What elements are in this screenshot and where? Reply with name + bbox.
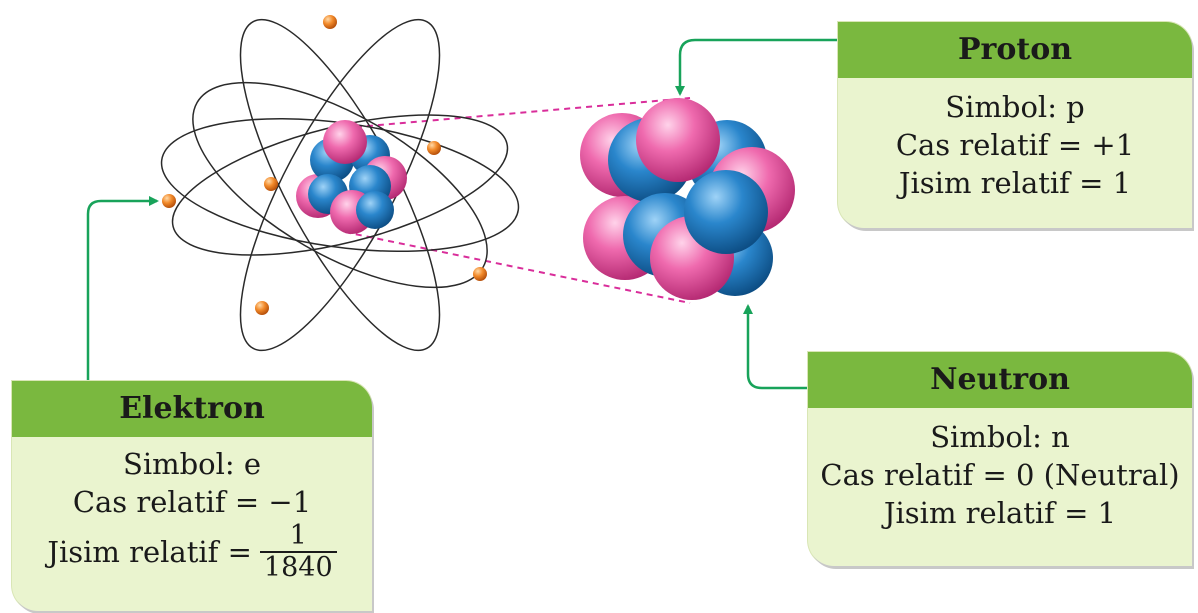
fraction-numerator: 1 [289,520,307,551]
neutron-info-card: Neutron Simbol: n Cas relatif = 0 (Neutr… [808,352,1192,566]
neutron-sphere [356,191,394,229]
proton-info-card: Proton Simbol: p Cas relatif = +1 Jisim … [838,22,1192,228]
proton-card-body: Simbol: p Cas relatif = +1 Jisim relatif… [838,78,1192,202]
proton-relative-charge: Cas relatif = +1 [895,128,1135,162]
neutron-symbol: Simbol: n [930,420,1070,454]
neutron-card-body: Simbol: n Cas relatif = 0 (Neutral) Jisi… [808,408,1192,532]
electron-relative-charge: Cas relatif = −1 [72,485,312,519]
electron-dot [264,177,278,191]
fraction-denominator: 1840 [259,551,337,583]
proton-sphere [636,98,720,182]
orbit-5 [192,81,488,289]
atom-nucleus [296,120,407,234]
electron-dot [323,15,337,29]
electron-dot [255,301,269,315]
neutron-sphere [684,170,768,254]
proton-sphere [323,120,367,164]
electron-relative-mass: Jisim relatif = 1 1840 [12,521,372,583]
orbit-2 [171,114,509,256]
zoom-line-bottom [344,231,691,304]
neutron-card-title: Neutron [808,352,1192,408]
proton-card-title: Proton [838,22,1192,78]
proton-relative-mass: Jisim relatif = 1 [898,166,1132,200]
electron-card-body: Simbol: e Cas relatif = −1 Jisim relatif… [12,437,372,583]
electron-symbol: Simbol: e [122,447,262,481]
neutron-relative-charge: Cas relatif = 0 (Neutral) [820,458,1180,492]
electron-dot [162,194,176,208]
proton-symbol: Simbol: p [945,90,1085,124]
neutron-relative-mass: Jisim relatif = 1 [883,496,1117,530]
electron-mass-fraction: 1 1840 [259,520,337,583]
electron-card-title: Elektron [12,381,372,437]
zoom-lines [344,97,691,304]
arrow-to-neutron [743,304,808,390]
nucleus-enlarged [580,98,795,300]
electron-dot [473,267,487,281]
connector-arrows [86,38,838,390]
arrow-to-proton [675,38,838,96]
arrow-to-electron [86,196,159,381]
electrons [162,15,487,315]
electron-info-card: Elektron Simbol: e Cas relatif = −1 Jisi… [12,381,372,611]
electron-dot [427,141,441,155]
zoom-line-top [344,97,691,129]
electron-mass-label: Jisim relatif = [47,535,252,569]
